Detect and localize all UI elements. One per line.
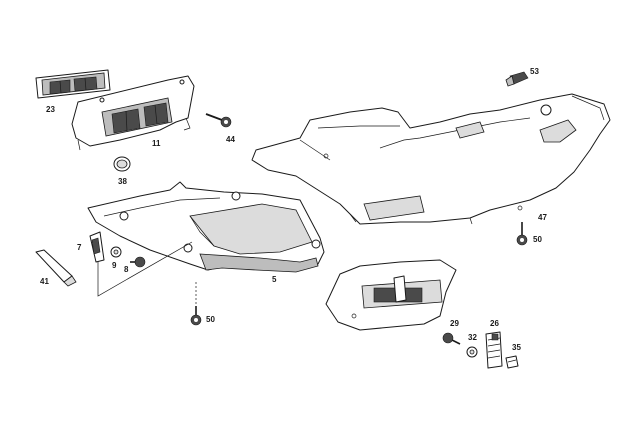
label-47: 47	[538, 213, 547, 222]
part-35-nut	[505, 355, 519, 369]
part-47-underbody-panel	[251, 93, 611, 225]
part-23-pad	[35, 69, 111, 99]
part-53-clip	[505, 71, 529, 87]
part-11-shield	[71, 75, 195, 151]
label-11: 11	[152, 139, 161, 148]
label-38: 38	[118, 177, 127, 186]
side-cover-panel	[325, 259, 457, 331]
part-38-grommet	[113, 156, 131, 172]
label-32: 32	[468, 333, 477, 342]
label-50-left: 50	[206, 315, 215, 324]
part-9-washer	[110, 246, 122, 258]
part-7-bracket	[89, 231, 105, 263]
label-8: 8	[124, 265, 129, 274]
label-29: 29	[450, 319, 459, 328]
label-44: 44	[226, 135, 235, 144]
label-23: 23	[46, 105, 55, 114]
label-41: 41	[40, 277, 49, 286]
part-41-strip	[35, 249, 77, 287]
label-26: 26	[490, 319, 499, 328]
label-53: 53	[530, 67, 539, 76]
label-9: 9	[112, 261, 117, 270]
part-5-engine-shield	[87, 181, 325, 273]
label-50-right: 50	[533, 235, 542, 244]
label-35: 35	[512, 343, 521, 352]
label-5: 5	[272, 275, 277, 284]
part-26-spring-clip	[485, 331, 503, 369]
part-8-screw	[130, 256, 146, 268]
part-50-bolt-right	[516, 222, 528, 246]
part-29-screw	[442, 332, 461, 345]
label-7: 7	[77, 243, 82, 252]
part-44-bolt	[205, 113, 232, 128]
part-32-washer	[466, 346, 478, 358]
part-50-bolt-left	[190, 282, 202, 326]
